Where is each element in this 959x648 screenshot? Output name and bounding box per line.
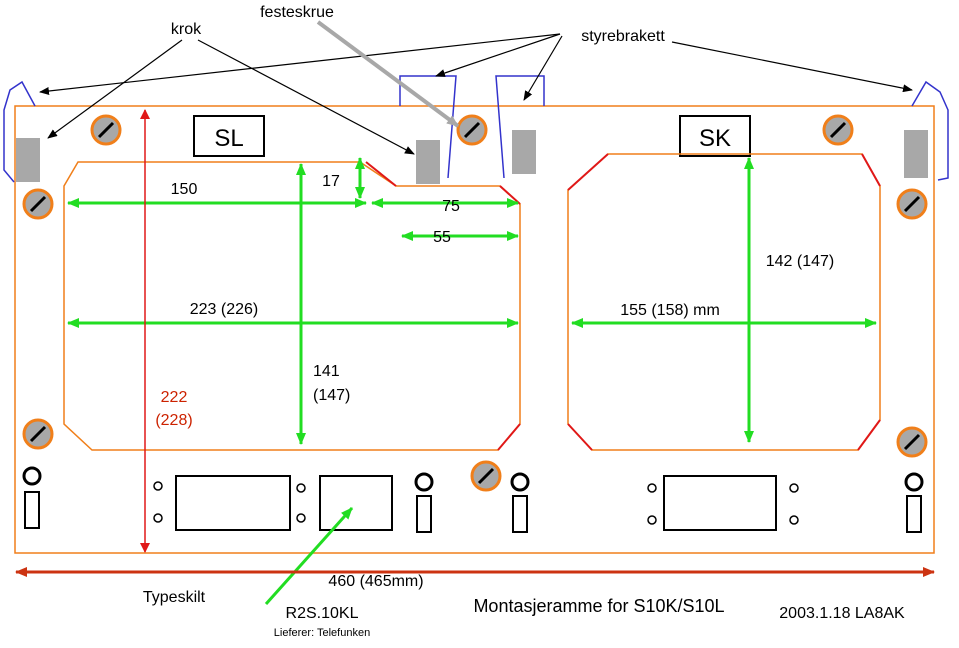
dim-label-155: 155 (158) mm	[620, 302, 720, 319]
type-plate-window	[175, 475, 291, 531]
mounting-post-icon	[904, 472, 924, 533]
krok-arrow	[47, 39, 183, 139]
dim-label-222: 222	[161, 389, 188, 406]
screw-icon	[896, 188, 928, 220]
screw-icon	[470, 460, 502, 492]
sk-label: SK	[699, 125, 731, 152]
type-plate-window	[319, 475, 393, 531]
styrebrakett-arrow	[435, 33, 561, 77]
hook-block	[512, 130, 536, 174]
screw-icon	[22, 188, 54, 220]
sl-corner-accent	[499, 185, 521, 205]
dim-label-223: 223 (226)	[190, 301, 259, 318]
dim-label-55: 55	[433, 229, 451, 246]
mounting-post-icon	[414, 472, 434, 533]
sl-label-box	[193, 115, 265, 157]
styrebrakett-label: styrebrakett	[581, 28, 665, 45]
mounting-post-icon	[22, 466, 42, 529]
part-number: R2S.10KL	[286, 605, 359, 622]
screw-icon	[822, 114, 854, 146]
sk-corner-accent	[567, 153, 609, 191]
mounting-post-icon	[510, 472, 530, 533]
type-plate-arrow	[264, 506, 354, 606]
krok-label: krok	[171, 21, 202, 38]
guide-bracket-right	[495, 75, 545, 179]
left-hook-bracket	[3, 80, 36, 183]
sl-corner-accent	[497, 423, 521, 451]
guide-bracket-left	[399, 75, 457, 179]
dim-label-150: 150	[171, 181, 198, 198]
screw-icon	[90, 114, 122, 146]
screw-icon	[456, 114, 488, 146]
dim-label-75: 75	[442, 198, 460, 215]
styrebrakett-arrow	[671, 41, 913, 93]
dim-label-228: (228)	[155, 412, 192, 429]
dim-label-460: 460 (465mm)	[328, 573, 423, 590]
dim-label-17: 17	[322, 173, 340, 190]
small-hole-icons	[153, 481, 799, 525]
right-hook-bracket	[911, 80, 949, 181]
styrebrakett-arrow	[523, 35, 563, 101]
dim-label-147: (147)	[313, 387, 350, 404]
dim-label-141: 141	[313, 363, 340, 380]
sk-corner-accent	[567, 423, 593, 451]
sl-corner-accent	[365, 161, 397, 187]
krok-arrow	[197, 39, 415, 155]
hook-block	[904, 130, 928, 178]
outer-frame	[14, 105, 935, 554]
hook-block	[16, 138, 40, 182]
drawing-title: Montasjeramme for S10K/S10L	[473, 596, 724, 616]
festeskrue-label: festeskrue	[260, 4, 334, 21]
drawing-date: 2003.1.18 LA8AK	[779, 605, 905, 622]
sk-label-box	[679, 115, 751, 157]
sk-cutout	[567, 153, 881, 451]
sk-corner-accent	[861, 153, 881, 187]
typeskilt-label: Typeskilt	[143, 589, 206, 606]
sl-label: SL	[214, 125, 243, 152]
sk-corner-accent	[857, 419, 881, 451]
supplier: Lieferer: Telefunken	[274, 627, 370, 639]
screw-icon	[896, 426, 928, 458]
type-plate-window	[663, 475, 777, 531]
festeskrue-arrow	[316, 20, 460, 128]
screw-icon	[22, 418, 54, 450]
styrebrakett-arrow	[39, 33, 561, 95]
dim-label-142: 142 (147)	[766, 253, 835, 270]
hook-block	[416, 140, 440, 184]
